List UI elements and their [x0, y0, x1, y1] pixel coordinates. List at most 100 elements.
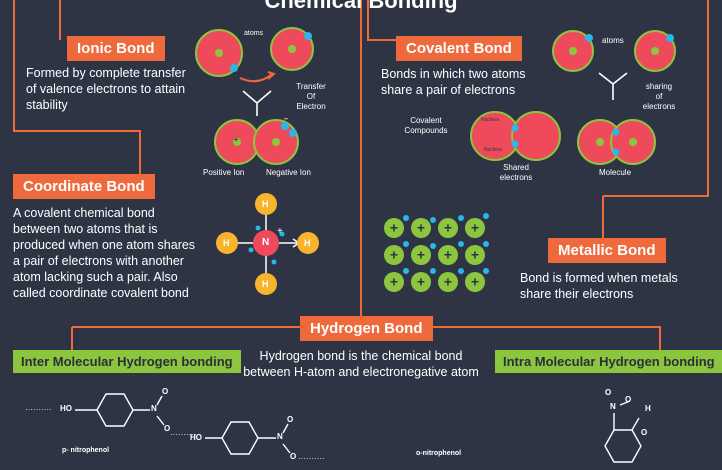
nucleus-dot	[215, 49, 223, 57]
metal-ion	[384, 218, 404, 238]
desc-line: stability	[26, 98, 68, 112]
o-label-2a: O	[287, 415, 294, 424]
nucleus-dot	[569, 47, 577, 55]
desc-line: Bond is formed when metals	[520, 271, 678, 285]
dots-middle-label: ··········	[170, 430, 197, 439]
o-nitro-n-label: N	[610, 402, 616, 411]
metal-ion-plus: +	[444, 220, 452, 236]
metallic-lattice: ++++++++++++	[384, 213, 489, 292]
free-electron	[403, 268, 409, 274]
metal-ion-plus: +	[471, 247, 479, 263]
metal-ion-plus: +	[390, 274, 398, 290]
metal-ion-plus: +	[471, 220, 479, 236]
label-line: Shared	[503, 163, 529, 172]
free-electron	[458, 241, 464, 247]
o-label-1a: O	[162, 387, 169, 396]
metal-ion	[411, 245, 431, 265]
nucleus-dot	[233, 138, 241, 146]
inter-molecular-label: Inter Molecular Hydrogen bonding	[13, 350, 241, 373]
transfer-arrow	[239, 73, 273, 83]
metal-ion-plus: +	[390, 247, 398, 263]
metal-ion-plus: +	[417, 274, 425, 290]
label-line: Compounds	[404, 126, 448, 135]
metal-ion	[384, 245, 404, 265]
free-electron	[403, 241, 409, 247]
label-line: Covalent	[410, 116, 442, 125]
connector-hydrogen-bar	[72, 326, 661, 352]
dots-right-label: ··········	[298, 454, 325, 463]
n-label-2: N	[277, 432, 283, 441]
free-electron	[430, 243, 436, 249]
o-label-2b: O	[290, 452, 297, 461]
desc-line: between two atoms that is	[13, 222, 158, 236]
o-nitro-o-label-2: O	[625, 395, 632, 404]
free-electron	[430, 268, 436, 274]
negative-ion-label: Negative Ion	[266, 168, 311, 177]
label-line: Of	[306, 92, 316, 101]
dots-left-label: ··········	[25, 405, 52, 414]
metal-ion	[465, 272, 485, 292]
h-atom-top	[255, 193, 277, 215]
coordinate-bond-description: A covalent chemical bond between two ato…	[13, 205, 195, 301]
transfer-of-electron-label: Transfer Of Electron	[288, 82, 334, 112]
connector-lines	[13, 0, 709, 352]
nucleus-dot	[596, 138, 604, 146]
ionic-diagram	[195, 27, 314, 165]
free-electron	[458, 215, 464, 221]
metallic-bond-description: Bond is formed when metals share their e…	[520, 270, 678, 302]
coordinate-diagram	[216, 193, 319, 295]
coordinate-bond-title: Coordinate Bond	[13, 174, 155, 199]
metal-ion	[411, 272, 431, 292]
metal-ion	[465, 218, 485, 238]
desc-line: share their electrons	[520, 287, 634, 301]
metal-ion	[384, 272, 404, 292]
nucleus-dot	[629, 138, 637, 146]
free-electron	[458, 268, 464, 274]
molecule-label: Molecule	[599, 168, 632, 177]
metal-ion	[465, 245, 485, 265]
merge-arrow	[242, 90, 272, 116]
h-label-right: H	[304, 238, 311, 248]
h-label-top: H	[262, 199, 269, 209]
desc-line: Bonds in which two atoms	[381, 67, 526, 81]
nucleus-dot	[651, 47, 659, 55]
ionic-plus-label: +	[234, 137, 239, 144]
hydrogen-bond-description: Hydrogen bond is the chemical bond betwe…	[236, 348, 486, 380]
h-atom-right	[297, 232, 319, 254]
electron-dot	[612, 128, 620, 136]
metal-ion-plus: +	[471, 274, 479, 290]
label-line: Transfer	[296, 82, 326, 91]
hydrogen-bond-title: Hydrogen Bond	[300, 316, 433, 341]
n-label: N	[262, 237, 270, 248]
o-nitro-o-label-1: O	[605, 388, 612, 397]
metal-ion	[411, 218, 431, 238]
electron-dot	[585, 34, 593, 42]
nucleus-label-top: Nucleus	[481, 117, 500, 123]
electron-dot	[230, 64, 238, 72]
covalent-compounds-label: Covalent Compounds	[396, 116, 456, 136]
free-electron	[483, 268, 489, 274]
desc-line: atom lacking such a pair. Also	[13, 270, 178, 284]
coordinate-plus-label: +	[277, 226, 283, 237]
h-atom-left	[216, 232, 238, 254]
desc-line: A covalent chemical bond	[13, 206, 155, 220]
nucleus-dot	[288, 45, 296, 53]
connector-ionic-coordinate	[13, 0, 141, 174]
covalent-diagram	[470, 30, 676, 165]
metal-ion	[438, 272, 458, 292]
free-electron	[403, 215, 409, 221]
intra-molecular-label: Intra Molecular Hydrogen bonding	[495, 350, 722, 373]
desc-line: Formed by complete transfer	[26, 66, 186, 80]
metal-ion-plus: +	[444, 274, 452, 290]
desc-line: of valence electrons to attain	[26, 82, 186, 96]
free-electron	[483, 241, 489, 247]
positive-ion-label: Positive Ion	[203, 168, 245, 177]
p-nitrophenol-structure	[75, 393, 291, 455]
ionic-bond-title: Ionic Bond	[67, 36, 165, 61]
electron-dot	[281, 122, 289, 130]
page-title: Chemical Bonding	[264, 0, 458, 13]
n-atom	[253, 230, 279, 256]
nucleus-dot	[272, 138, 280, 146]
metal-ion-plus: +	[390, 220, 398, 236]
o-nitro-o-label-3: O	[641, 428, 648, 437]
